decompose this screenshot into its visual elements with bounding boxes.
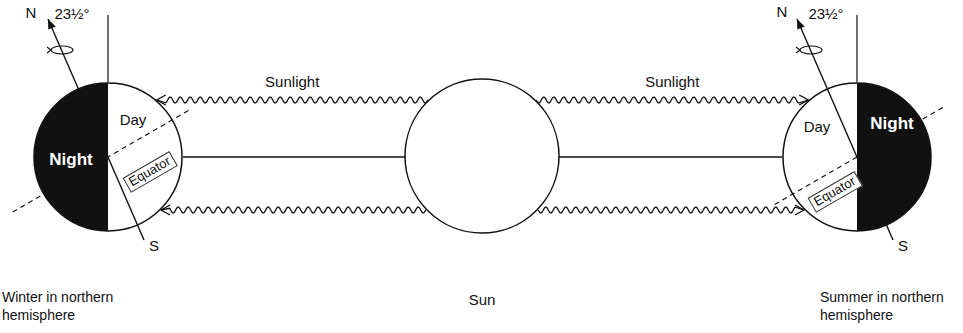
sun-circle: Sun xyxy=(404,78,560,234)
equator-label: Equator xyxy=(123,151,178,192)
equator-label: Equator xyxy=(808,171,863,212)
wavy-ray xyxy=(538,207,804,213)
night-half xyxy=(857,83,931,231)
rotation-swirl xyxy=(51,46,73,54)
globe-outline xyxy=(783,83,931,231)
day-label: Day xyxy=(120,111,147,128)
earth-globe: DayNightEquatorSummer in northern hemisp… xyxy=(782,82,932,232)
season-caption: Winter in northern hemisphere xyxy=(2,288,142,324)
sunlight-arrow xyxy=(161,205,426,215)
pole-label: N xyxy=(777,4,788,21)
edge-label: Sunlight xyxy=(262,74,322,91)
vertical-reference xyxy=(107,15,108,82)
tilt-angle: 23½° xyxy=(808,6,843,23)
edge-label: Sunlight xyxy=(642,74,702,91)
day-label: Day xyxy=(804,118,831,135)
season-caption: Summer in northern hemisphere xyxy=(820,288,958,324)
pole-label: N xyxy=(26,5,37,22)
night-label: Night xyxy=(49,150,92,170)
wavy-ray xyxy=(161,207,426,213)
sunlight-arrow xyxy=(538,205,804,215)
globe-outline xyxy=(34,83,182,231)
sunlight-arrow xyxy=(536,95,808,105)
circle-outline xyxy=(782,82,932,232)
sun-disc xyxy=(405,79,559,233)
rotation-swirl xyxy=(800,46,822,54)
earth-globe: DayNightEquatorWinter in northern hemisp… xyxy=(33,82,183,232)
circle-outline xyxy=(404,78,560,234)
sunlight-arrow xyxy=(157,95,428,105)
rotation-swirl xyxy=(47,47,51,53)
night-half xyxy=(34,83,108,231)
night-label: Night xyxy=(870,114,913,134)
sun-label: Sun xyxy=(469,291,496,308)
rotation-swirl xyxy=(796,47,800,53)
wavy-ray xyxy=(536,97,808,103)
pole-label: S xyxy=(149,238,159,255)
pole-label: S xyxy=(898,238,908,255)
axis-arrowhead xyxy=(797,19,805,30)
wavy-ray xyxy=(157,97,428,103)
vertical-reference xyxy=(856,15,857,82)
tilt-angle: 23½° xyxy=(54,6,89,23)
